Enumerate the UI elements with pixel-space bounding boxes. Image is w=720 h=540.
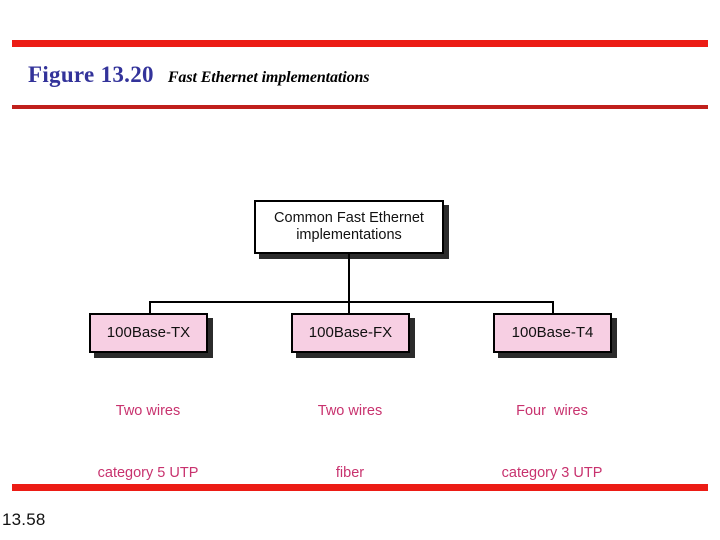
caption-100base-tx-line-1: Two wires <box>115 403 181 420</box>
node-common-fast-ethernet: Common Fast Ethernet implementations <box>254 200 444 254</box>
node-100base-fx-label: 100Base-FX <box>308 324 393 342</box>
connector-drop-100base-fx <box>348 301 350 314</box>
node-100base-t4-label: 100Base-T4 <box>511 324 594 342</box>
caption-100base-fx-line-2: fiber <box>335 464 365 481</box>
figure-caption-label: Fast Ethernet implementations <box>167 69 370 86</box>
caption-100base-fx-line-1: Two wires <box>317 403 383 420</box>
connector-horizontal-bus <box>149 301 554 303</box>
node-100base-fx: 100Base-FX <box>291 313 410 353</box>
title-underline-rule <box>12 105 708 109</box>
node-100base-tx-label: 100Base-TX <box>106 324 191 342</box>
slide-page-number: 13.58 <box>2 510 46 529</box>
node-100base-tx: 100Base-TX <box>89 313 208 353</box>
page-title: Figure 13.20 Fast Ethernet implementatio… <box>28 62 370 88</box>
node-100base-t4: 100Base-T4 <box>493 313 612 353</box>
connector-drop-100base-t4 <box>552 301 554 314</box>
caption-100base-tx-line-2: category 5 UTP <box>97 464 199 481</box>
connector-drop-100base-tx <box>149 301 151 314</box>
top-red-rule <box>12 40 708 47</box>
caption-100base-tx: Two wires category 5 UTP <box>53 360 243 525</box>
node-root-line-1: Common Fast Ethernet <box>274 209 424 226</box>
caption-100base-t4-line-1: Four wires <box>516 403 588 420</box>
caption-100base-t4-line-2: category 3 UTP <box>501 464 603 481</box>
figure-number-label: Figure 13.20 <box>28 62 154 87</box>
caption-100base-fx: Two wires fiber <box>255 360 445 525</box>
bottom-red-rule <box>12 484 708 491</box>
connector-root-stem <box>348 254 350 303</box>
node-root-line-2: implementations <box>296 227 402 243</box>
caption-100base-t4: Four wires category 3 UTP <box>457 360 647 525</box>
